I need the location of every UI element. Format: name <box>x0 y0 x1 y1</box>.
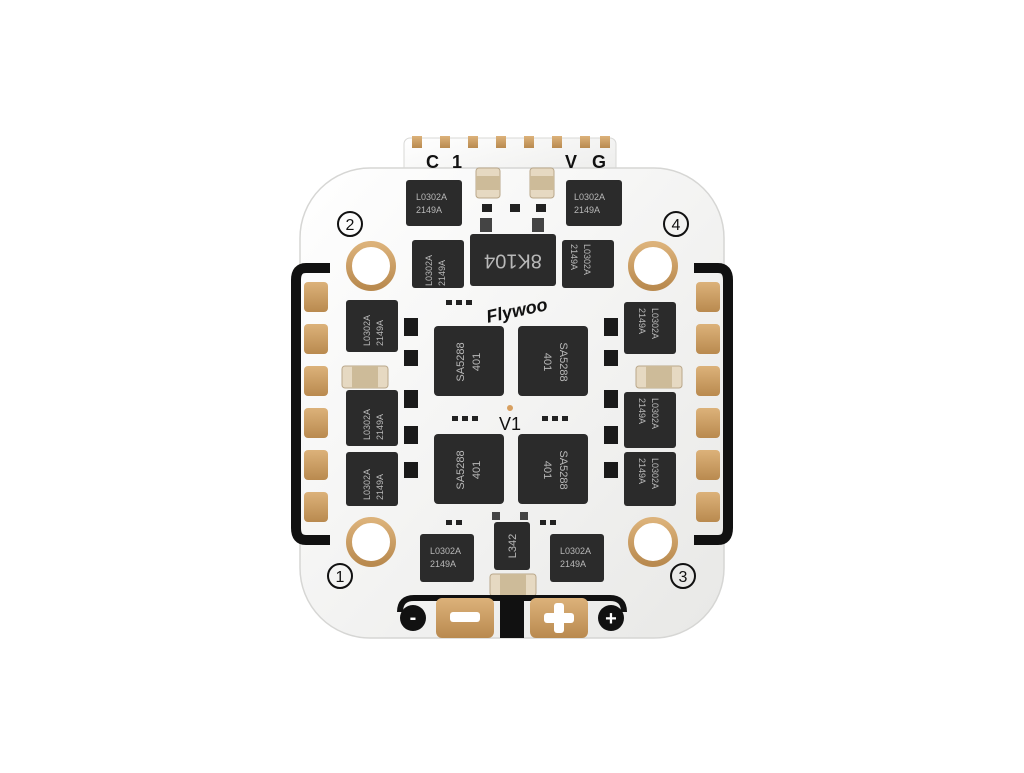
plus-pad <box>530 598 588 638</box>
svg-text:2149A: 2149A <box>637 308 647 334</box>
mounting-holes <box>346 241 678 567</box>
svg-text:4: 4 <box>672 217 681 234</box>
svg-text:2149A: 2149A <box>569 244 579 270</box>
label-c: C <box>426 152 439 172</box>
svg-text:401: 401 <box>471 353 483 371</box>
svg-text:L0302A: L0302A <box>424 255 434 286</box>
svg-text:L0302A: L0302A <box>650 398 660 429</box>
side-capacitors <box>341 365 683 389</box>
bottom-capacitor <box>489 573 537 597</box>
minus-symbol-icon: - <box>400 605 426 631</box>
minus-pad <box>436 598 494 638</box>
svg-text:L0302A: L0302A <box>362 315 372 346</box>
mosfet-right-2: L0302A 2149A <box>624 392 676 448</box>
svg-text:L0302A: L0302A <box>560 546 591 556</box>
mosfet-row2-right: L0302A 2149A <box>562 240 614 288</box>
mosfet-right-1: L0302A 2149A <box>624 302 676 354</box>
svg-text:401: 401 <box>541 353 553 371</box>
svg-text:2149A: 2149A <box>574 205 600 215</box>
svg-text:401: 401 <box>541 461 553 479</box>
svg-text:L0302A: L0302A <box>574 192 605 202</box>
svg-text:2149A: 2149A <box>637 458 647 484</box>
mosfet-top-left: L0302A 2149A <box>406 180 462 226</box>
mcu-chip-top-right: SA5288 401 <box>518 326 588 396</box>
mosfet-left-2: L0302A 2149A <box>346 390 398 446</box>
top-capacitors <box>475 167 555 212</box>
corner-label-4: 4 <box>663 211 689 237</box>
center-dot <box>507 405 513 411</box>
version-label: V1 <box>499 414 521 434</box>
svg-text:3: 3 <box>679 569 688 586</box>
svg-text:L0302A: L0302A <box>650 308 660 339</box>
svg-text:L0302A: L0302A <box>416 192 447 202</box>
svg-text:SA5288: SA5288 <box>455 342 467 381</box>
left-silk-rail <box>291 263 330 545</box>
mosfet-row2-left: L0302A 2149A <box>412 240 464 288</box>
svg-text:2149A: 2149A <box>375 320 385 346</box>
mosfet-bottom-left: L0302A 2149A <box>420 534 474 582</box>
svg-text:401: 401 <box>471 461 483 479</box>
mcu-chip-top-left: SA5288 401 <box>434 326 504 396</box>
label-g: G <box>592 152 606 172</box>
connector-pads <box>412 136 610 148</box>
svg-text:2149A: 2149A <box>637 398 647 424</box>
svg-text:2: 2 <box>346 217 355 234</box>
mosfet-right-3: L0302A 2149A <box>624 452 676 506</box>
corner-label-3: 3 <box>670 563 696 589</box>
svg-text:SA5288: SA5288 <box>455 450 467 489</box>
svg-text:L342: L342 <box>507 534 519 558</box>
svg-text:2149A: 2149A <box>375 414 385 440</box>
svg-text:L0302A: L0302A <box>362 409 372 440</box>
motor-pads-right <box>696 282 720 522</box>
small-ic-l342: L342 <box>492 512 530 570</box>
small-smd-parts <box>404 300 618 525</box>
corner-label-2: 2 <box>337 211 363 237</box>
mosfet-left-3: L0302A 2149A <box>346 452 398 506</box>
mcu-chip-bottom-right: SA5288 401 <box>518 434 588 504</box>
power-silk-line <box>397 595 627 613</box>
svg-text:2149A: 2149A <box>416 205 442 215</box>
svg-text:2149A: 2149A <box>560 559 586 569</box>
mosfet-left-1: L0302A 2149A <box>346 300 398 352</box>
svg-text:L0302A: L0302A <box>362 469 372 500</box>
plus-symbol-icon: + <box>598 605 624 631</box>
svg-text:2149A: 2149A <box>430 559 456 569</box>
svg-text:2149A: 2149A <box>375 474 385 500</box>
power-divider <box>500 600 524 638</box>
right-silk-rail <box>694 263 733 545</box>
mosfet-top-right: L0302A 2149A <box>566 180 622 226</box>
svg-text:2149A: 2149A <box>437 260 447 286</box>
svg-text:8K104: 8K104 <box>484 250 542 272</box>
corner-label-1: 1 <box>327 563 353 589</box>
svg-text:1: 1 <box>336 569 345 586</box>
mosfet-bottom-right: L0302A 2149A <box>550 534 604 582</box>
svg-text:L0302A: L0302A <box>650 458 660 489</box>
svg-text:L0302A: L0302A <box>582 244 592 275</box>
mcu-chip-bottom-left: SA5288 401 <box>434 434 504 504</box>
svg-text:SA5288: SA5288 <box>557 342 569 381</box>
label-1: 1 <box>452 152 462 172</box>
svg-text:SA5288: SA5288 <box>557 450 569 489</box>
svg-text:-: - <box>410 607 417 629</box>
svg-text:+: + <box>605 608 617 630</box>
svg-text:L0302A: L0302A <box>430 546 461 556</box>
motor-pads-left <box>304 282 328 522</box>
label-v: V <box>565 152 577 172</box>
regulator-chip: 8K104 <box>470 218 556 286</box>
